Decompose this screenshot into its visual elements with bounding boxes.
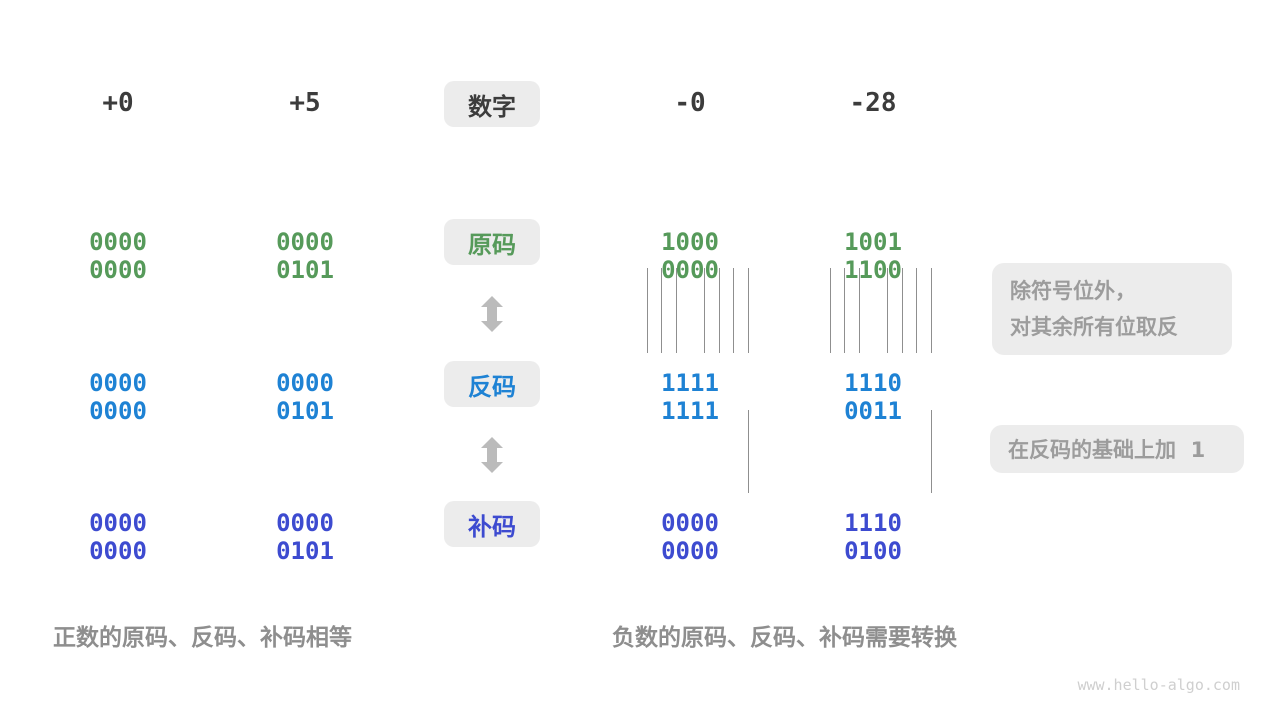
binary-value-ones-complement-minus0: 1111 1111 xyxy=(661,369,719,425)
updown-arrow-icon xyxy=(481,296,503,332)
binary-value-twos-complement-minus0: 0000 0000 xyxy=(661,509,719,565)
annotation-invert-bits: 除符号位外， 对其余所有位取反 xyxy=(992,263,1232,355)
binary-value-twos-complement-plus0: 0000 0000 xyxy=(89,509,147,565)
tick-line xyxy=(930,268,932,353)
column-header-minus-28: -28 xyxy=(849,88,897,118)
tick-line xyxy=(887,268,889,353)
binary-value-twos-complement-plus5: 0000 0101 xyxy=(276,509,334,565)
tick-line xyxy=(733,268,735,353)
tick-line xyxy=(675,268,677,353)
tick-line xyxy=(930,410,932,493)
annotation-invert-line1: 除符号位外， xyxy=(1010,279,1136,303)
row-label-sign-magnitude: 原码 xyxy=(444,219,540,265)
tick-line xyxy=(646,268,648,353)
tick-line xyxy=(661,268,663,353)
row-label-ones-complement: 反码 xyxy=(444,361,540,407)
column-header-plus-zero: +0 xyxy=(102,88,134,118)
tick-line xyxy=(858,268,860,353)
watermark-url: www.hello-algo.com xyxy=(1077,676,1240,694)
add-one-tick-group-minus0 xyxy=(625,410,755,493)
binary-value-ones-complement-minus28: 1110 0011 xyxy=(844,369,902,425)
updown-arrow-icon xyxy=(481,437,503,473)
tick-line xyxy=(747,268,749,353)
header-label-box: 数字 xyxy=(444,81,540,127)
tick-line xyxy=(747,410,749,493)
tick-line xyxy=(916,268,918,353)
binary-value-sign-magnitude-plus5: 0000 0101 xyxy=(276,228,334,284)
tick-line xyxy=(704,268,706,353)
annotation-invert-line2: 对其余所有位取反 xyxy=(1010,315,1178,339)
bit-invert-tick-group-minus28 xyxy=(808,268,938,353)
binary-value-sign-magnitude-minus0: 1000 0000 xyxy=(661,228,719,284)
caption-negative-numbers: 负数的原码、反码、补码需要转换 xyxy=(612,625,957,651)
binary-value-ones-complement-plus5: 0000 0101 xyxy=(276,369,334,425)
column-header-plus-five: +5 xyxy=(289,88,321,118)
binary-value-twos-complement-minus28: 1110 0100 xyxy=(844,509,902,565)
tick-line xyxy=(718,268,720,353)
column-header-minus-zero: -0 xyxy=(674,88,706,118)
binary-value-sign-magnitude-minus28: 1001 1100 xyxy=(844,228,902,284)
row-label-twos-complement: 补码 xyxy=(444,501,540,547)
binary-value-ones-complement-plus0: 0000 0000 xyxy=(89,369,147,425)
annotation-add-one: 在反码的基础上加 1 xyxy=(990,425,1244,473)
tick-line xyxy=(901,268,903,353)
tick-line xyxy=(844,268,846,353)
caption-positive-numbers: 正数的原码、反码、补码相等 xyxy=(53,625,352,651)
bit-invert-tick-group-minus0 xyxy=(625,268,755,353)
binary-value-sign-magnitude-plus0: 0000 0000 xyxy=(89,228,147,284)
tick-line xyxy=(829,268,831,353)
add-one-tick-group-minus28 xyxy=(808,410,938,493)
